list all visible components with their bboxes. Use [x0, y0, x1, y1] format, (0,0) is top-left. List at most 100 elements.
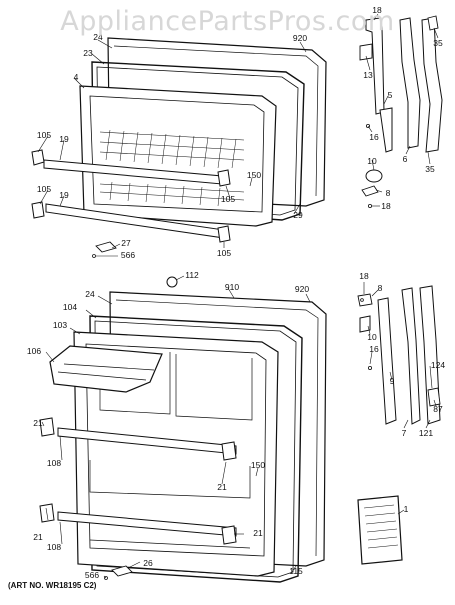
- callout-label: 18: [381, 201, 391, 211]
- freezer-shelf-wires: [105, 129, 237, 169]
- callout-label: 7: [402, 428, 407, 438]
- callout-label: 105: [217, 248, 231, 258]
- freezer-part-bracket: [95, 241, 117, 253]
- callout-labels: 18 35 920 24 23 13 4 5 16 105 19 6 10 15…: [27, 5, 445, 580]
- fresh-food-gasket: [89, 315, 303, 583]
- callout-label: 4: [74, 72, 79, 82]
- callout-label: 5: [388, 90, 393, 100]
- callout-label: 104: [63, 302, 77, 312]
- freezer-handle: [399, 17, 421, 149]
- freezer-lower-shelf-wires: [109, 181, 221, 207]
- callout-label: 18: [359, 271, 369, 281]
- callout-label: 10: [367, 332, 377, 342]
- fresh-food-bushing: [359, 315, 371, 333]
- callout-label: 106: [27, 346, 41, 356]
- fresh-food-handle-cap: [427, 387, 441, 407]
- callout-label: 566: [121, 250, 135, 260]
- freezer-hinge-pin: [359, 43, 373, 61]
- callout-label: 9: [390, 376, 395, 386]
- callout-label: 105: [37, 130, 51, 140]
- callout-label: 27: [121, 238, 131, 248]
- freezer-end-cap: [217, 169, 231, 187]
- fresh-food-bottom-shelf: [89, 539, 251, 549]
- callout-label: 8: [378, 283, 383, 293]
- callout-label: 105: [221, 194, 235, 204]
- callout-label: 10: [367, 156, 377, 166]
- fresh-food-screw: [367, 365, 372, 370]
- freezer-end-cap: [217, 225, 231, 243]
- callout-label: 8: [386, 188, 391, 198]
- freezer-end-cap: [31, 201, 45, 219]
- dairy-door-detail: [57, 363, 155, 381]
- freezer-shim: [361, 185, 379, 197]
- callout-label: 21: [253, 528, 263, 538]
- freezer-hinge-lower: [379, 107, 393, 153]
- fresh-food-hinge: [377, 297, 397, 425]
- fresh-food-hinge-parts: [357, 285, 441, 565]
- callout-label: 16: [369, 132, 379, 142]
- callout-label: 1: [404, 504, 409, 514]
- fresh-food-door-bar-lower: [57, 511, 237, 537]
- callout-label: 19: [59, 190, 69, 200]
- cap-112: [166, 276, 178, 288]
- callout-label: 108: [47, 458, 61, 468]
- owner-booklet: [357, 495, 403, 565]
- callout-label: 21: [33, 418, 43, 428]
- callout-label: 910: [225, 282, 239, 292]
- fresh-food-gasket-inner: [94, 320, 297, 578]
- art-number: (ART NO. WR18195 C2): [8, 581, 97, 590]
- fresh-food-screw: [360, 298, 364, 302]
- fresh-food-hinge-pin: [357, 293, 373, 307]
- callout-label: 19: [59, 134, 69, 144]
- callout-label: 150: [247, 170, 261, 180]
- watermark: AppliancePartsPros.com: [60, 6, 395, 37]
- freezer-hinge-parts: [359, 15, 443, 208]
- freezer-door-assembly: [31, 37, 327, 258]
- owner-booklet-text-lines: [363, 504, 399, 549]
- callout-label: 24: [93, 32, 103, 42]
- callout-label: 13: [363, 70, 373, 80]
- callout-label: 105: [37, 184, 51, 194]
- callout-label: 103: [53, 320, 67, 330]
- callout-label: 150: [251, 460, 265, 470]
- upper-bin-frame: [175, 354, 253, 421]
- freezer-end-cap: [31, 149, 45, 166]
- fresh-food-end-cap: [221, 525, 237, 545]
- fresh-food-door-assembly: [39, 276, 327, 583]
- dairy-door: [49, 345, 163, 393]
- callout-label: 6: [403, 154, 408, 164]
- callout-label: 21: [217, 482, 227, 492]
- callout-label: 21: [33, 532, 43, 542]
- fresh-food-handle: [401, 287, 421, 425]
- callout-label: 35: [433, 38, 443, 48]
- callout-label: 16: [369, 344, 379, 354]
- freezer-hinge-bushing: [365, 169, 383, 183]
- callout-label: 112: [185, 270, 199, 280]
- callout-label: 920: [295, 284, 309, 294]
- callout-label: 23: [83, 48, 93, 58]
- fresh-food-end-cap: [39, 417, 55, 437]
- callout-label: 566: [85, 570, 99, 580]
- fresh-food-door-liner: [73, 331, 279, 577]
- callout-label: 920: [293, 33, 307, 43]
- callout-label: 18: [372, 5, 382, 15]
- callout-label: 108: [47, 542, 61, 552]
- callout-label: 26: [143, 558, 153, 568]
- callout-label: 121: [419, 428, 433, 438]
- callout-label: 24: [85, 289, 95, 299]
- callout-leaders: [37, 13, 439, 579]
- fresh-food-liner-recess: [85, 343, 267, 557]
- freezer-shelf-grid: [99, 131, 245, 161]
- freezer-screw: [92, 254, 96, 258]
- freezer-handle-cap: [427, 15, 439, 31]
- freezer-outer-door-flange: [113, 45, 319, 197]
- callout-label: 87: [433, 404, 443, 414]
- fresh-food-end-cap: [221, 441, 237, 461]
- fresh-food-part-bracket: [111, 565, 133, 577]
- callout-label: 115: [289, 566, 303, 576]
- fresh-food-outer-flange: [115, 299, 319, 557]
- callout-label: 124: [431, 360, 445, 370]
- fresh-food-middle-shelf: [89, 460, 251, 499]
